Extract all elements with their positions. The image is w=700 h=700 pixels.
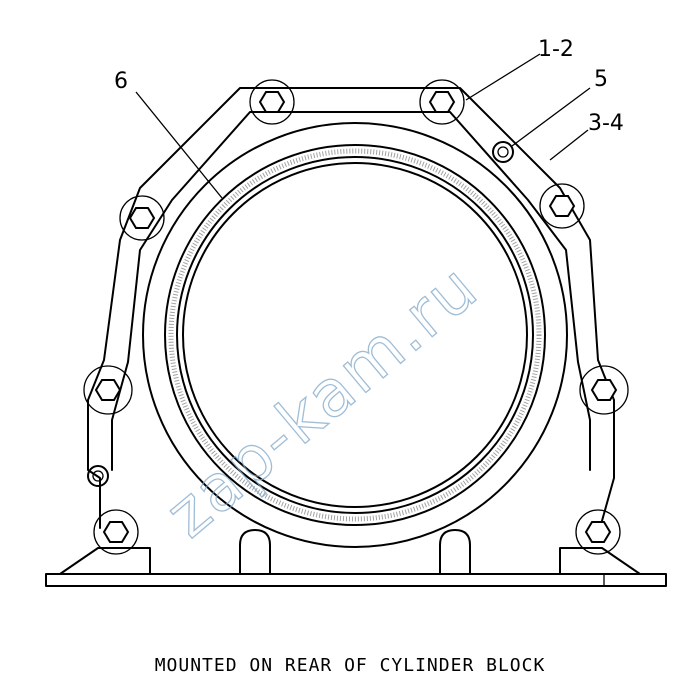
seal-inner-ring (176, 156, 534, 514)
bore-inner-ring (182, 162, 528, 508)
bolt-bottom-left (93, 509, 139, 555)
leader-6 (135, 91, 223, 199)
leader-1-2 (465, 53, 541, 101)
callout-5: 5 (594, 67, 608, 92)
housing-inner-ridge (111, 111, 591, 471)
base-right-foot (559, 547, 641, 575)
dowel-right (492, 141, 514, 163)
caption: MOUNTED ON REAR OF CYLINDER BLOCK (154, 655, 546, 676)
bolt-upper-left (119, 195, 165, 241)
pad-left (239, 529, 271, 575)
bolt-mid-right (579, 365, 629, 415)
leader-5 (511, 87, 591, 147)
callout-3-4: 3-4 (588, 111, 624, 136)
bolt-top-right (419, 79, 465, 125)
bolt-upper-right (539, 183, 585, 229)
base-plate (45, 573, 667, 587)
bolt-top-left (249, 79, 295, 125)
pad-right (439, 529, 471, 575)
outer-bore-ring (142, 122, 568, 548)
base-left-foot (59, 547, 151, 575)
callout-1-2: 1-2 (538, 37, 574, 62)
leader-3-4 (549, 129, 589, 161)
bolt-bottom-right (575, 509, 621, 555)
watermark-text: zap-kam.ru (153, 251, 493, 553)
dowel-left (87, 465, 109, 487)
bolt-mid-left (83, 365, 133, 415)
seal-stipple (168, 148, 542, 522)
callout-6: 6 (114, 69, 128, 94)
seal-outer-ring (164, 144, 546, 526)
